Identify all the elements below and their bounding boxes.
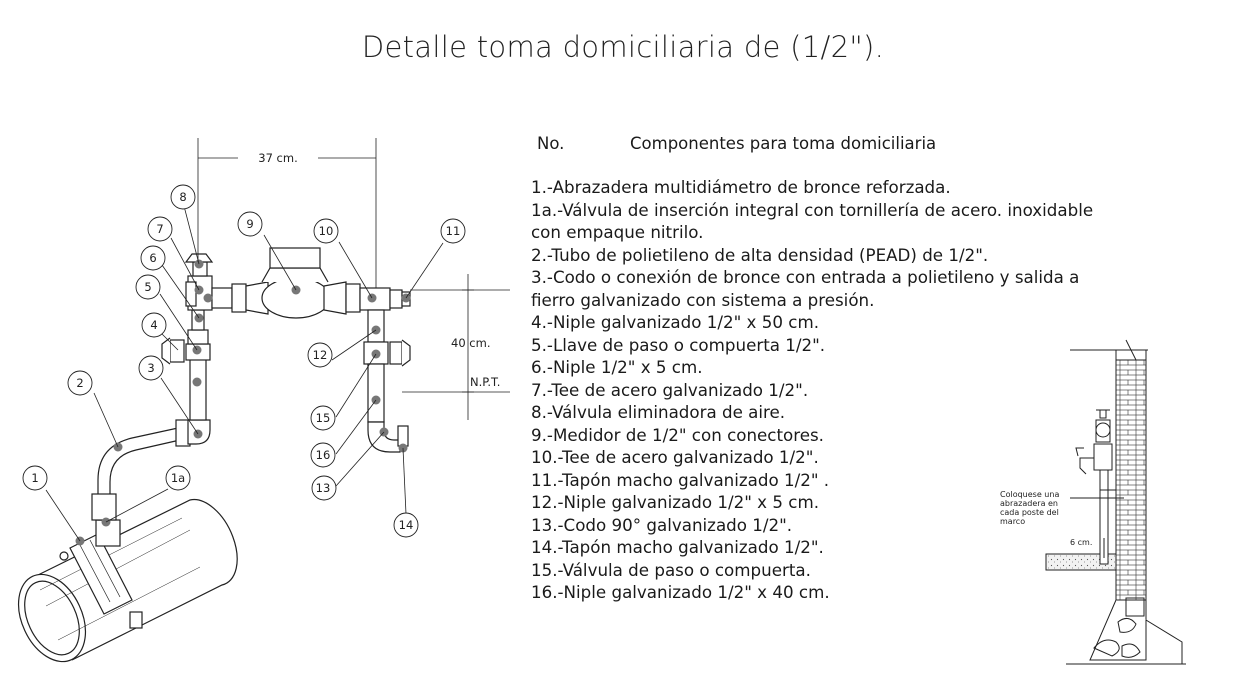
list-item: 14.-Tapón macho galvanizado 1/2". — [531, 537, 824, 557]
no-column-header: No. — [537, 134, 565, 153]
components-list: 1.-Abrazadera multidiámetro de bronce re… — [531, 176, 1241, 604]
dimension-lines — [197, 138, 510, 420]
leader-lines — [45, 205, 444, 542]
callout-7: 7 — [156, 222, 163, 236]
main-pipe — [17, 498, 238, 663]
list-item: 9.-Medidor de 1/2" con conectores. — [531, 424, 824, 445]
callout-11: 11 — [446, 224, 461, 238]
list-item: fierro galvanizado con sistema a presión… — [531, 289, 875, 310]
callout-4: 4 — [150, 318, 157, 332]
callout-6: 6 — [149, 251, 156, 265]
wall-note-line: marco — [1000, 517, 1025, 526]
list-item: 5.-Llave de paso o compuerta 1/2". — [531, 334, 826, 355]
list-item: 1a.-Válvula de inserción integral con to… — [531, 199, 1094, 220]
callout-1: 1 — [31, 471, 38, 485]
clamp-fitting — [59, 519, 143, 629]
callout-16: 16 — [316, 448, 331, 462]
page-title: Detalle toma domiciliaria de (1/2"). — [361, 30, 885, 64]
wall-note-line: abrazadera en — [1000, 499, 1058, 508]
callout-15: 15 — [316, 411, 331, 425]
callout-14: 14 — [399, 518, 414, 532]
callout-8: 8 — [179, 190, 186, 204]
list-item: 11.-Tapón macho galvanizado 1/2" . — [531, 469, 830, 490]
npt-label: N.P.T. — [470, 375, 500, 389]
list-item: 12.-Niple galvanizado 1/2" x 5 cm. — [531, 492, 820, 512]
depth-dimension: 6 cm. — [1070, 538, 1092, 547]
list-item: 6.-Niple 1/2" x 5 cm. — [531, 357, 703, 377]
callout-3: 3 — [147, 361, 154, 375]
components-column-header: Componentes para toma domiciliaria — [630, 134, 937, 153]
riser-assembly — [161, 253, 214, 445]
callout-5: 5 — [144, 280, 151, 294]
list-item: 15.-Válvula de paso o compuerta. — [531, 559, 811, 580]
wall-note-line: Coloquese una — [1000, 490, 1059, 499]
callout-10: 10 — [319, 224, 334, 238]
list-item: 10.-Tee de acero galvanizado 1/2". — [531, 447, 819, 467]
callout-13: 13 — [316, 481, 331, 495]
wall-note: Coloquese una abrazadera en cada poste d… — [1000, 490, 1059, 526]
list-item: 8.-Válvula eliminadora de aire. — [531, 402, 786, 422]
outlet-assembly — [359, 287, 411, 453]
width-dimension: 37 cm. — [258, 151, 297, 165]
wall-detail — [1045, 339, 1186, 665]
list-item: 13.-Codo 90° galvanizado 1/2". — [531, 514, 793, 535]
water-meter — [211, 247, 361, 319]
list-item: 16.-Niple galvanizado 1/2" x 40 cm. — [531, 582, 830, 602]
list-item: 3.-Codo o conexión de bronce con entrada… — [531, 267, 1080, 287]
callout-9: 9 — [246, 217, 253, 231]
callouts — [22, 184, 466, 538]
height-dimension: 40 cm. — [451, 336, 490, 350]
callout-2: 2 — [76, 376, 83, 390]
list-item: 7.-Tee de acero galvanizado 1/2". — [531, 379, 809, 400]
callout-1a: 1a — [171, 471, 185, 485]
list-item: 1.-Abrazadera multidiámetro de bronce re… — [531, 177, 951, 197]
list-item: 2.-Tubo de polietileno de alta densidad … — [531, 244, 989, 265]
list-item: con empaque nitrilo. — [531, 222, 704, 242]
callout-12: 12 — [313, 348, 328, 362]
list-item: 4.-Niple galvanizado 1/2" x 50 cm. — [531, 312, 820, 332]
wall-note-line: cada poste del — [1000, 508, 1059, 517]
